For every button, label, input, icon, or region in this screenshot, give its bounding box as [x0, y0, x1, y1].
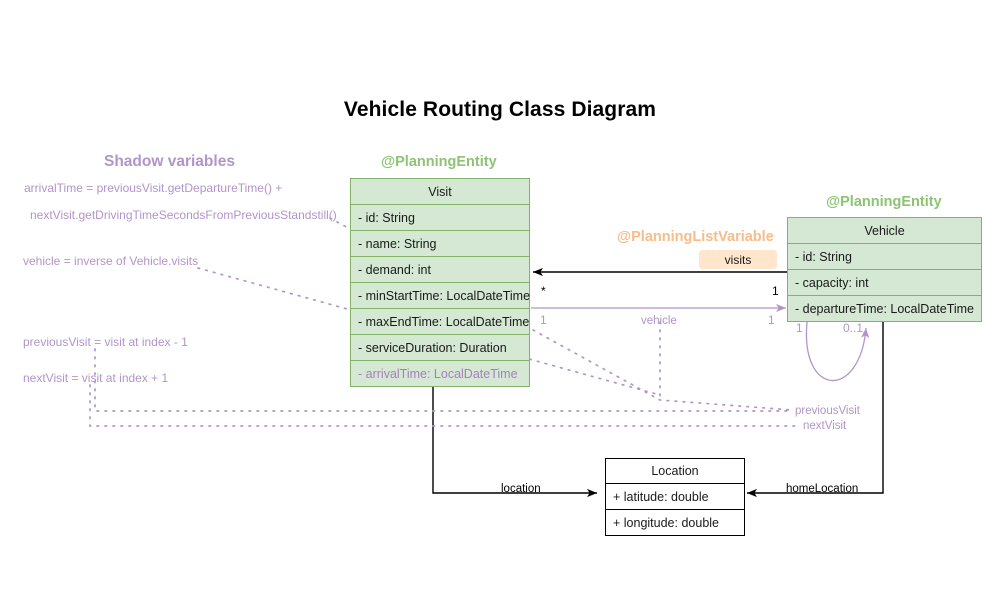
page-title: Vehicle Routing Class Diagram: [343, 98, 657, 121]
shadow-variable-next-visit: nextVisit = visit at index + 1: [23, 371, 169, 385]
class-box-vehicle[interactable]: Vehicle - id: String - capacity: int - d…: [787, 217, 982, 322]
visit-attribute-demand: - demand: int: [351, 256, 529, 282]
vehicle-stereotype-label: @PlanningEntity: [826, 194, 942, 210]
vehicle-attribute-departure-time: - departureTime: LocalDateTime: [788, 295, 981, 321]
class-name-visit: Visit: [428, 184, 452, 199]
visit-attribute-max-end-time: - maxEndTime: LocalDateTime: [351, 308, 529, 334]
visit-attribute-min-start-time: - minStartTime: LocalDateTime: [351, 282, 530, 308]
visit-attribute-name: - name: String: [351, 230, 529, 256]
shadow-variable-vehicle: vehicle = inverse of Vehicle.visits: [23, 254, 199, 268]
visits-stereotype-label: @PlanningListVariable: [617, 229, 774, 245]
vehicle-attribute-capacity: - capacity: int: [788, 269, 981, 295]
previous-visit-multiplicity-target: 0..1: [843, 321, 864, 335]
visit-stereotype-label: @PlanningEntity: [381, 154, 497, 170]
next-visit-relation-label: nextVisit: [803, 420, 847, 432]
location-attribute-longitude: + longitude: double: [606, 509, 744, 535]
shadow-variable-arrival-time-line2: nextVisit.getDrivingTimeSecondsFromPrevi…: [30, 208, 337, 222]
vehicle-relation-multiplicity-vehicle-side: 1: [768, 313, 775, 327]
class-box-location[interactable]: Location + latitude: double + longitude:…: [605, 458, 745, 536]
shadow-variable-arrival-time-line1: arrivalTime = previousVisit.getDeparture…: [24, 181, 283, 195]
visits-multiplicity-visit-side: *: [541, 284, 546, 298]
shadow-connector-next-visit: [89, 384, 801, 427]
shadow-variable-previous-visit: previousVisit = visit at index - 1: [23, 335, 188, 349]
vehicle-attribute-id: - id: String: [788, 243, 981, 269]
visit-attribute-service-duration: - serviceDuration: Duration: [351, 334, 529, 360]
class-name-vehicle: Vehicle: [864, 223, 905, 238]
visit-attribute-id: - id: String: [351, 204, 529, 230]
vehicle-relation-label: vehicle: [641, 315, 677, 327]
class-box-visit[interactable]: Visit - id: String - name: String - dema…: [350, 178, 530, 387]
previous-visit-relation-label: previousVisit: [795, 405, 860, 417]
previous-visit-multiplicity-source: 1: [796, 321, 803, 335]
location-relation-label: location: [501, 483, 541, 495]
visits-badge[interactable]: visits: [699, 250, 777, 269]
shadow-variables-heading: Shadow variables: [104, 153, 235, 170]
class-name-location: Location: [651, 464, 699, 478]
visit-attribute-arrival-time: - arrivalTime: LocalDateTime: [351, 360, 529, 386]
home-location-relation-label: homeLocation: [786, 483, 859, 495]
location-attribute-latitude: + latitude: double: [606, 483, 744, 509]
vehicle-relation-multiplicity-visit-side: 1: [540, 313, 547, 327]
visits-multiplicity-vehicle-side: 1: [772, 284, 779, 298]
edge-location: [432, 383, 597, 498]
